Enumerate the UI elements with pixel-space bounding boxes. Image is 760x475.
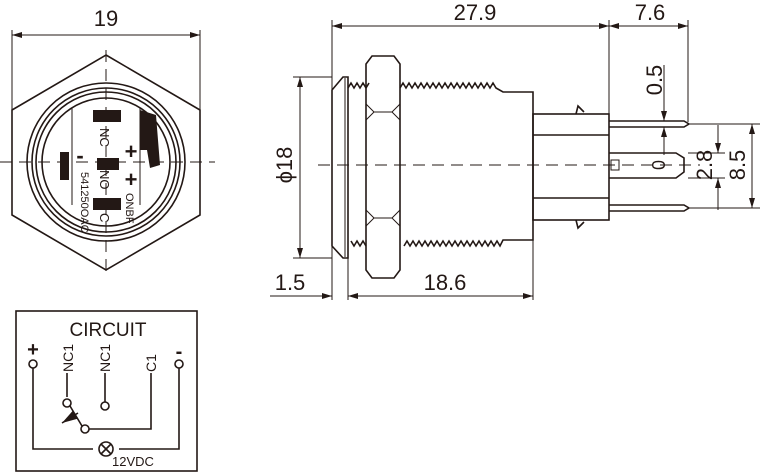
terminal-spacing-dimension: 8.5 bbox=[725, 150, 750, 181]
overall-length-dimension: 27.9 bbox=[454, 0, 497, 25]
common-contact bbox=[80, 424, 90, 434]
width-dimension: 19 bbox=[94, 6, 118, 31]
mounting-nut bbox=[365, 55, 401, 279]
side-view: 27.9 7.6 0 ϕ18 1.5 18.6 bbox=[270, 0, 760, 300]
terminal-length-dimension: 7.6 bbox=[635, 0, 666, 25]
lamp-icon bbox=[98, 441, 114, 457]
no-contact bbox=[100, 401, 110, 411]
switch-arrow-icon bbox=[62, 405, 83, 426]
plus-label: + bbox=[27, 339, 39, 361]
c1-label: C1 bbox=[143, 354, 159, 372]
lamp-wire bbox=[32, 368, 180, 450]
pcb-pattern bbox=[140, 110, 160, 168]
label-minus: - bbox=[76, 143, 83, 168]
marking-text: ONBF bbox=[123, 193, 135, 224]
front-view: 19 NC NO C + + - 541250OAC ONBF bbox=[0, 6, 215, 278]
terminal-bottom bbox=[609, 204, 691, 212]
nc-contact bbox=[62, 398, 72, 408]
part-number: 541250OAC bbox=[78, 172, 90, 233]
nc1-label-b: NC1 bbox=[97, 344, 113, 372]
center-terminal-mark: 0 bbox=[649, 160, 669, 170]
label-nc: NC bbox=[97, 128, 112, 147]
terminal-width-dimension: 2.8 bbox=[692, 150, 717, 181]
label-plus-1: + bbox=[125, 139, 138, 164]
bezel bbox=[331, 76, 349, 259]
lamp-voltage: 12VDC bbox=[112, 454, 154, 469]
terminal-thickness-dimension: 0.5 bbox=[642, 65, 667, 96]
label-c: C bbox=[97, 213, 112, 222]
label-plus-2: + bbox=[125, 167, 138, 192]
nc1-label-a: NC1 bbox=[60, 344, 76, 372]
terminal-top bbox=[609, 120, 691, 128]
contact-c bbox=[93, 198, 121, 210]
terminal-block bbox=[532, 113, 610, 221]
plus-terminal bbox=[28, 359, 38, 369]
circuit-diagram: CIRCUIT + - NC1 NC1 C1 12VDC bbox=[15, 310, 198, 472]
diameter-dimension: ϕ18 bbox=[272, 147, 297, 184]
circuit-title: CIRCUIT bbox=[69, 320, 146, 341]
circuit-frame bbox=[15, 310, 198, 472]
label-no: NO bbox=[97, 170, 112, 190]
led-minus-pad bbox=[60, 152, 69, 180]
minus-label: - bbox=[176, 341, 183, 363]
body-length-dimension: 18.6 bbox=[424, 270, 467, 295]
bezel-thickness-dimension: 1.5 bbox=[275, 270, 306, 295]
contact-nc bbox=[93, 110, 121, 122]
